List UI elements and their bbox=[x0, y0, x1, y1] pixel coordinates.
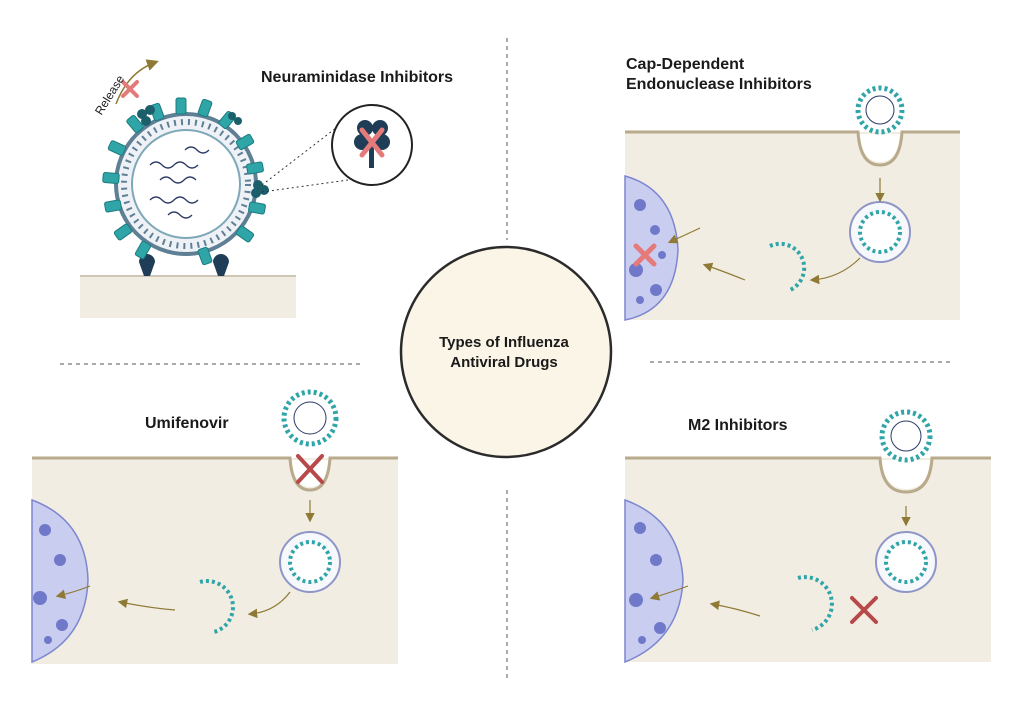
endonuclease-panel bbox=[624, 85, 960, 321]
endosome bbox=[849, 201, 911, 263]
receptor-icons bbox=[139, 254, 229, 276]
endosome bbox=[875, 531, 937, 593]
center-title-line1: Types of Influenza bbox=[439, 334, 569, 351]
virion-entering bbox=[855, 85, 905, 135]
release-arrow bbox=[115, 59, 159, 105]
influenza-virion bbox=[102, 97, 269, 266]
neuraminidase-block-x-icon bbox=[359, 127, 385, 158]
center-circle bbox=[399, 245, 613, 459]
umifenovir-panel bbox=[31, 389, 398, 664]
m2-panel bbox=[624, 409, 991, 664]
cell-surface bbox=[80, 276, 296, 318]
nucleus bbox=[31, 498, 89, 664]
umifenovir-block-x-icon bbox=[296, 454, 324, 484]
divider-lines bbox=[60, 38, 950, 680]
virion-attached bbox=[281, 389, 339, 447]
uncoating-virion bbox=[769, 241, 807, 292]
center-title: Types of Influenza Antiviral Drugs bbox=[398, 333, 610, 373]
endonuclease-title-line2: Endonuclease Inhibitors bbox=[626, 76, 812, 93]
m2-title: M2 Inhibitors bbox=[688, 417, 788, 434]
zoom-callout bbox=[261, 104, 413, 193]
endosome bbox=[279, 531, 341, 593]
umifenovir-title: Umifenovir bbox=[145, 415, 229, 432]
nucleus bbox=[624, 498, 684, 664]
m2-block-x-icon bbox=[850, 596, 878, 624]
neuraminidase-title: Neuraminidase Inhibitors bbox=[261, 69, 454, 86]
neuraminidase-panel bbox=[80, 59, 413, 318]
endonuclease-block-x-icon bbox=[633, 243, 657, 267]
release-block-x-icon bbox=[121, 80, 139, 98]
endonuclease-title-line1: Cap-Dependent bbox=[626, 56, 745, 73]
virion-entering bbox=[879, 409, 933, 463]
center-title-line2: Antiviral Drugs bbox=[450, 354, 558, 371]
